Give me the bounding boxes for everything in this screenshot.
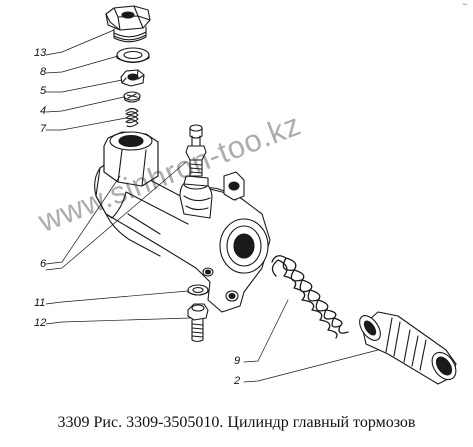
callout-4: 4 xyxy=(40,105,47,117)
leader-5 xyxy=(45,79,123,93)
leader-4 xyxy=(45,96,125,113)
callout-8: 8 xyxy=(40,66,47,78)
part-7-spring xyxy=(125,107,139,128)
leader-2 xyxy=(243,349,379,383)
leader-6b xyxy=(45,161,187,271)
part-9-spring xyxy=(271,255,349,339)
part-4-valve xyxy=(123,91,141,103)
part-6-cylinder-body xyxy=(94,131,271,313)
callout-12: 12 xyxy=(34,317,47,329)
callout-13: 13 xyxy=(34,47,47,59)
part-5-nut xyxy=(120,69,145,87)
callout-9: 9 xyxy=(234,355,241,367)
leader-9 xyxy=(243,299,289,363)
part-13-filler-plug xyxy=(105,5,151,43)
leader-7 xyxy=(45,117,127,131)
part-12-bolt xyxy=(187,303,209,343)
leader-lines xyxy=(45,29,379,383)
callout-7: 7 xyxy=(40,123,47,135)
callout-6: 6 xyxy=(40,258,47,270)
figure-caption: 3309 Рис. 3309-3505010. Цилиндр главный … xyxy=(57,414,416,431)
corner-mark: ~ xyxy=(462,0,467,9)
part-fitting xyxy=(183,124,209,187)
part-2-piston xyxy=(359,311,457,385)
leader-8 xyxy=(45,55,119,74)
part-11-washer xyxy=(187,284,209,296)
leader-13 xyxy=(45,29,115,56)
part-8-washer xyxy=(116,47,150,64)
callout-11: 11 xyxy=(34,297,46,309)
leader-12 xyxy=(45,317,191,325)
leader-11 xyxy=(45,290,189,305)
leader-6a xyxy=(45,175,121,265)
callout-5: 5 xyxy=(40,85,47,97)
callout-2: 2 xyxy=(234,375,241,387)
